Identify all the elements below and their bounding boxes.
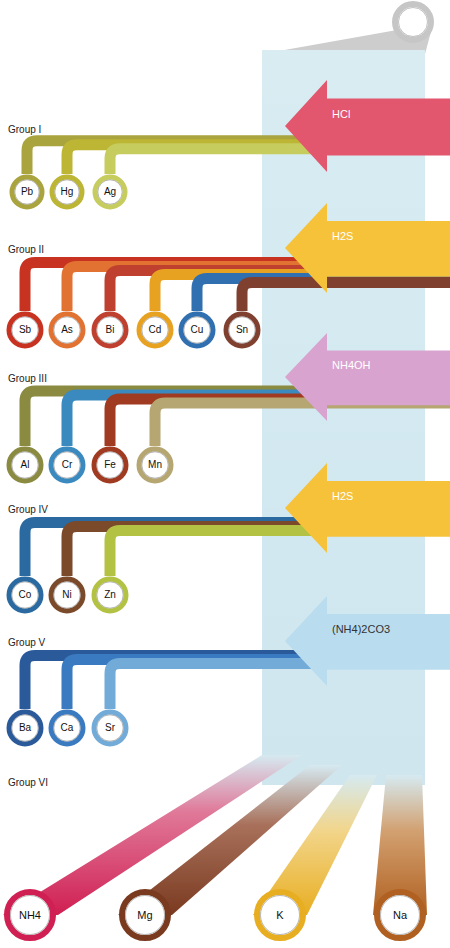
cation-circle: Mg [119, 889, 171, 941]
arrow-body [285, 596, 450, 686]
arrow-shape [285, 333, 450, 421]
element-symbol: Mn [136, 459, 174, 471]
arrow-body [285, 80, 450, 172]
sample-circle [395, 4, 431, 40]
element-symbol: Na [374, 909, 426, 921]
reagent-arrow: (NH4)2CO3 [285, 596, 450, 686]
pipe-connector [155, 274, 450, 311]
arrow-body [285, 203, 450, 293]
element-symbol: As [48, 324, 86, 336]
cation-circle: Zn [91, 576, 129, 614]
element-symbol: K [254, 909, 306, 921]
cation-circle: Fe [91, 446, 129, 484]
cation-circle: Na [374, 889, 426, 941]
cation-circle: As [48, 311, 86, 349]
element-symbol: Fe [91, 459, 129, 471]
pipe-connector [242, 282, 450, 311]
reagent-label: H2S [332, 230, 353, 242]
arrow-body [285, 463, 450, 553]
element-symbol: Al [6, 459, 44, 471]
cation-circle: Al [6, 446, 44, 484]
arrow-shape [285, 463, 450, 553]
arrow-shape [285, 80, 450, 172]
sample-circle-inner [399, 8, 428, 37]
element-symbol: Pb [9, 186, 45, 198]
pipe-connector [155, 403, 450, 446]
element-symbol: Cd [136, 324, 174, 336]
element-symbol: Cr [48, 459, 86, 471]
reagent-label: H2S [332, 490, 353, 502]
cation-circle: Co [6, 576, 44, 614]
pipe-connector [110, 663, 450, 709]
group-label: Group II [8, 244, 44, 256]
element-symbol: Bi [91, 324, 129, 336]
arrow-shape [285, 596, 450, 686]
cation-circle: Ba [6, 709, 44, 747]
element-symbol: Ba [6, 722, 44, 734]
element-symbol: Co [6, 589, 44, 601]
cation-circle: Sn [223, 311, 261, 349]
cation-circle: Ag [92, 174, 128, 210]
cation-circle: Mn [136, 446, 174, 484]
cation-circle: Ni [48, 576, 86, 614]
arrow-shape [285, 203, 450, 293]
element-symbol: Mg [119, 909, 171, 921]
pipe-connector [110, 399, 450, 446]
group-label: Group III [8, 373, 47, 385]
cation-circle: Cd [136, 311, 174, 349]
element-symbol: Sr [91, 722, 129, 734]
cation-circle: Cr [48, 446, 86, 484]
cation-circle: Cu [178, 311, 216, 349]
group-label: Group V [8, 637, 45, 649]
reagent-arrow: HCl [285, 80, 450, 172]
reagent-arrow: H2S [285, 203, 450, 293]
solution-band [262, 50, 425, 785]
cation-circle: Ca [48, 709, 86, 747]
arrow-body [285, 333, 450, 421]
cation-circle: K [254, 889, 306, 941]
group-label: Group VI [8, 777, 48, 789]
reagent-label: (NH4)2CO3 [332, 623, 390, 635]
cation-circle: Sr [91, 709, 129, 747]
element-symbol: Cu [178, 324, 216, 336]
cation-circle: Sb [6, 311, 44, 349]
cation-circle: NH4 [4, 889, 56, 941]
group-label: Group I [8, 124, 41, 136]
reagent-arrow: H2S [285, 463, 450, 553]
element-symbol: Sb [6, 324, 44, 336]
element-symbol: NH4 [4, 909, 56, 921]
reagent-label: NH4OH [332, 359, 371, 371]
element-symbol: Zn [91, 589, 129, 601]
reagent-arrow: NH4OH [285, 333, 450, 421]
reagent-label: HCl [332, 108, 350, 120]
element-symbol: Ag [92, 186, 128, 198]
cation-circle: Pb [9, 174, 45, 210]
cation-circle: Hg [49, 174, 85, 210]
element-symbol: Ni [48, 589, 86, 601]
pipe-connector [110, 530, 450, 576]
element-symbol: Ca [48, 722, 86, 734]
group-label: Group IV [8, 504, 48, 516]
cation-circle: Bi [91, 311, 129, 349]
element-symbol: Sn [223, 324, 261, 336]
element-symbol: Hg [49, 186, 85, 198]
